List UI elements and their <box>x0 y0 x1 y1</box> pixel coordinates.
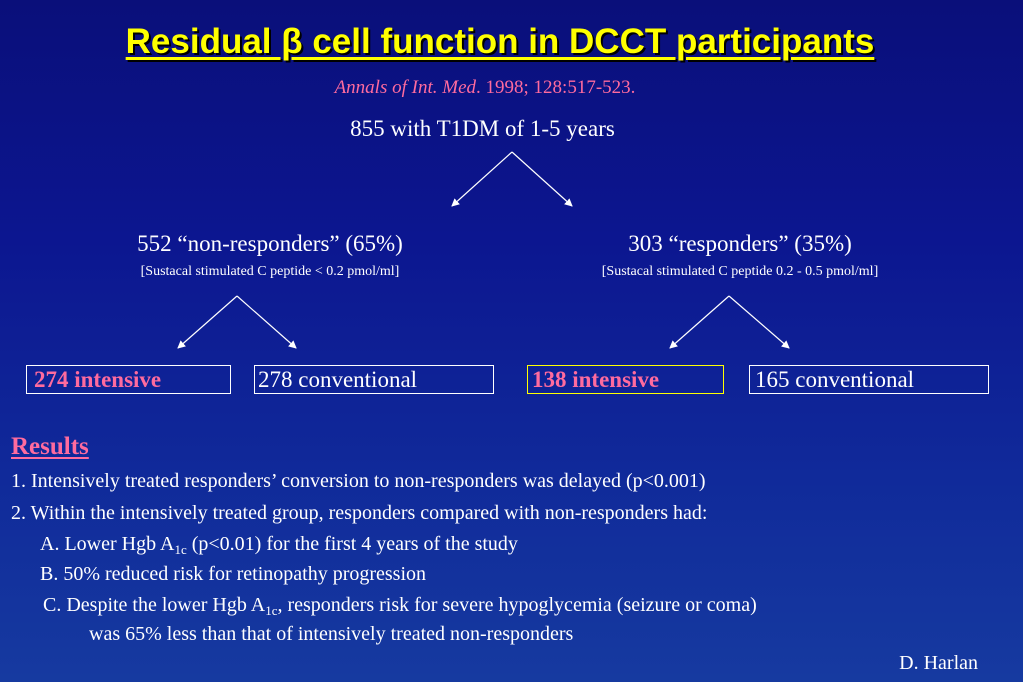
arrow-nonresponders-to-intensive <box>177 295 238 349</box>
citation: Annals of Int. Med. 1998; 128:517-523. <box>0 77 970 99</box>
arrow-responders-to-conventional <box>728 295 790 349</box>
results-heading: Results <box>11 433 89 460</box>
nonresponders-intensive-box: 274 intensive <box>26 365 231 394</box>
citation-journal: Annals of Int. Med <box>334 77 477 98</box>
responders-intensive-box: 138 intensive <box>527 365 724 394</box>
arrow-nonresponders-to-conventional <box>236 295 297 349</box>
nonresponders-label: 552 “non-responders” (65%) <box>137 231 403 256</box>
arrow-root-to-nonresponders <box>451 151 513 207</box>
responders-conventional-box: 165 conventional <box>749 365 989 394</box>
result-item-2: 2. Within the intensively treated group,… <box>11 502 708 524</box>
nonresponders-criterion: [Sustacal stimulated C peptide < 0.2 pmo… <box>140 264 400 279</box>
result-item-2c-rest: , responders risk for severe hypoglycemi… <box>277 594 757 616</box>
result-item-2a-rest: (p<0.01) for the first 4 years of the st… <box>186 533 518 555</box>
result-item-2a: A. Lower Hgb A1c (p<0.01) for the first … <box>40 533 518 557</box>
result-item-2b: B. 50% reduced risk for retinopathy prog… <box>40 563 427 585</box>
arrow-responders-to-intensive <box>669 295 730 349</box>
nonresponders-conventional-box: 278 conventional <box>254 365 494 394</box>
hba1c-subscript: 1c <box>174 542 187 557</box>
hba1c-subscript: 1c <box>265 603 278 618</box>
result-item-2a-text: A. Lower Hgb A <box>40 533 175 555</box>
responders-label: 303 “responders” (35%) <box>628 231 852 256</box>
result-item-1: 1. Intensively treated responders’ conve… <box>11 470 706 492</box>
citation-details: . 1998; 128:517-523. <box>476 77 636 98</box>
responders-criterion: [Sustacal stimulated C peptide 0.2 - 0.5… <box>601 264 879 279</box>
slide-title: Residual β cell function in DCCT partici… <box>125 22 875 61</box>
result-item-2c-text: C. Despite the lower Hgb A <box>43 594 266 616</box>
root-cohort-label: 855 with T1DM of 1-5 years <box>350 116 615 141</box>
result-item-2c-continuation: was 65% less than that of intensively tr… <box>89 623 574 645</box>
result-item-2c: C. Despite the lower Hgb A1c, responders… <box>43 594 757 618</box>
author-credit: D. Harlan <box>899 652 978 674</box>
arrow-root-to-responders <box>511 151 573 207</box>
